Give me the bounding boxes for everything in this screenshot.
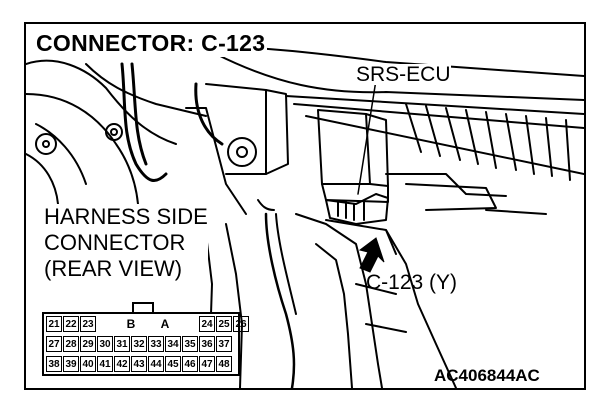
pin-cell: 42 <box>114 356 130 372</box>
diagram-frame: CONNECTOR: C-123 <box>24 22 586 390</box>
pin-cell: 39 <box>63 356 79 372</box>
bolt-icon <box>35 133 57 155</box>
connector-row-3: 38 39 40 41 42 43 44 45 46 47 48 <box>46 356 233 374</box>
diagram-title: CONNECTOR: C-123 <box>34 30 268 57</box>
connector-latch <box>132 302 154 313</box>
pin-cell: 25 <box>216 316 232 332</box>
dash-panel-line <box>215 53 584 101</box>
pin-cell: 21 <box>46 316 62 332</box>
harness-caption-line3: (REAR VIEW) <box>44 256 183 281</box>
ecu-connector-outline <box>325 193 389 225</box>
connector-body: 21 22 23 B A 24 25 26 27 28 29 30 31 32 … <box>42 312 249 376</box>
pin-cell: 32 <box>131 336 147 352</box>
pin-cell: 36 <box>199 336 215 352</box>
pin-cell: 34 <box>165 336 181 352</box>
pin-cell: 30 <box>97 336 113 352</box>
pin-cell: 29 <box>80 336 96 352</box>
ecu-leader-line <box>357 79 377 195</box>
connector-face-diagram: 21 22 23 B A 24 25 26 27 28 29 30 31 32 … <box>42 302 249 376</box>
harness-caption-line2: CONNECTOR <box>44 230 186 255</box>
pin-cell: 33 <box>148 336 164 352</box>
bolt-icon <box>227 137 257 167</box>
pin-cell: 48 <box>216 356 232 372</box>
pin-cell: 24 <box>199 316 215 332</box>
pin-cell: 28 <box>63 336 79 352</box>
pin-cell: 23 <box>80 316 96 332</box>
connector-id-label: C-123 (Y) <box>366 271 458 294</box>
bolt-icon <box>105 123 123 141</box>
dash-lower-edge <box>305 115 584 175</box>
pin-cell: 47 <box>199 356 215 372</box>
srs-ecu-label: SRS-ECU <box>356 63 451 86</box>
key-b-label: B <box>126 317 136 331</box>
harness-side-caption: HARNESS SIDE CONNECTOR (REAR VIEW) <box>44 204 208 282</box>
pin-cell: 31 <box>114 336 130 352</box>
pin-cell: 46 <box>182 356 198 372</box>
pin-cell: 41 <box>97 356 113 372</box>
connector-row-1: 21 22 23 B A 24 25 26 <box>46 316 250 334</box>
pointer-arrow-icon <box>358 237 385 273</box>
pin-cell: 45 <box>165 356 181 372</box>
key-a-label: A <box>160 317 170 331</box>
pin-cell: 35 <box>182 336 198 352</box>
figure-code: AC406844AC <box>434 366 540 385</box>
harness-caption-line1: HARNESS SIDE <box>44 204 208 229</box>
pin-cell: 40 <box>80 356 96 372</box>
dash-vent-slats <box>405 103 571 181</box>
pin-cell: 43 <box>131 356 147 372</box>
pin-cell: 27 <box>46 336 62 352</box>
pin-cell: 22 <box>63 316 79 332</box>
pin-cell: 26 <box>233 316 249 332</box>
pin-cell: 37 <box>216 336 232 352</box>
connector-row-2: 27 28 29 30 31 32 33 34 35 36 37 <box>46 336 233 354</box>
pin-cell: 44 <box>148 356 164 372</box>
pin-cell: 38 <box>46 356 62 372</box>
vehicle-line-art <box>26 44 584 388</box>
